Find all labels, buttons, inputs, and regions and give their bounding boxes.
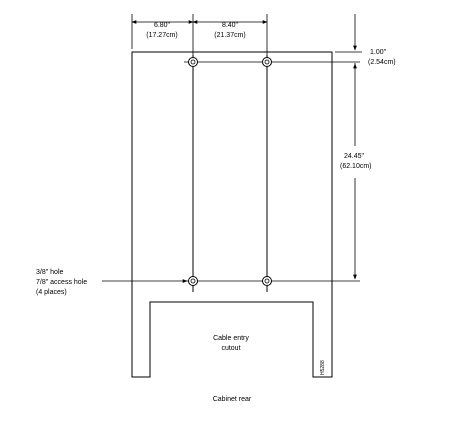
hole-bottom-right	[262, 276, 272, 286]
hole-top-right	[262, 57, 272, 67]
cutout-label-line2: cutout	[221, 345, 240, 352]
hole-spacing-h-cm: (21.37cm)	[214, 32, 246, 39]
cutout-label-line1: Cable entry	[213, 335, 249, 342]
hole-callout-line1: 3/8" hole	[36, 269, 64, 276]
cabinet-rear-caption: Cabinet rear	[213, 396, 252, 403]
left-offset-cm: (17.27cm)	[146, 32, 178, 39]
hole-top-left	[188, 57, 198, 67]
cabinet-outline	[131, 51, 333, 378]
left-offset-inches: 6.80"	[154, 22, 171, 29]
figure-id: H5288	[320, 360, 326, 375]
top-offset-inches: 1.00"	[370, 49, 387, 56]
hole-spacing-h-inches: 8.40"	[222, 22, 239, 29]
hole-callout-line3: (4 places)	[36, 289, 67, 296]
hole-spacing-v-inches: 24.45"	[344, 153, 365, 160]
top-offset-cm: (2.54cm)	[368, 59, 396, 66]
hole-bottom-left	[188, 276, 198, 286]
hole-callout-line2: 7/8" access hole	[36, 279, 87, 286]
hole-spacing-v-cm: (62.10cm)	[340, 163, 372, 170]
